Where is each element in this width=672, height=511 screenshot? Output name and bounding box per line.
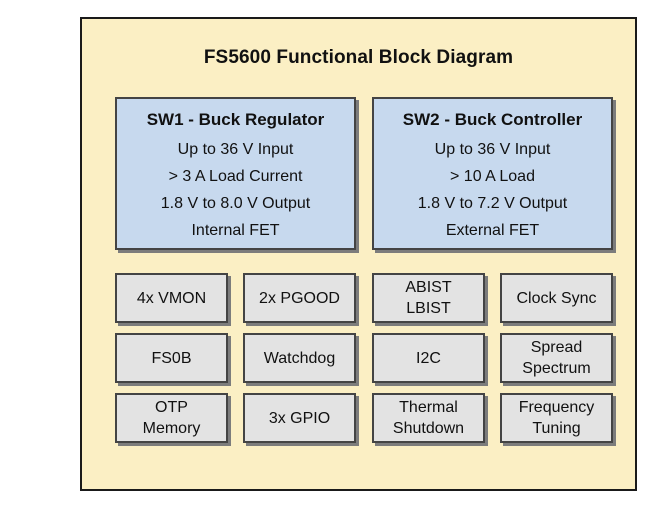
block-spread-label: Spread xyxy=(530,339,583,356)
sw2-spec-input: Up to 36 V Input xyxy=(434,141,551,158)
block-thermal-label: Thermal xyxy=(399,399,458,416)
sw1-buck-regulator-block: SW1 - Buck Regulator Up to 36 V Input > … xyxy=(115,97,356,250)
block-memory-label: Memory xyxy=(142,420,201,437)
block-fs0b: FS0B xyxy=(115,333,228,383)
block-watchdog: Watchdog xyxy=(243,333,356,383)
block-spectrum-label: Spectrum xyxy=(522,360,591,377)
block-otp-label: OTP xyxy=(155,399,188,416)
block-vmon: 4x VMON xyxy=(115,273,228,323)
sw1-heading: SW1 - Buck Regulator xyxy=(146,110,325,129)
block-gpio-label: 3x GPIO xyxy=(268,409,331,427)
block-spread-spectrum: Spread Spectrum xyxy=(500,333,613,383)
block-tuning-label: Tuning xyxy=(532,420,581,437)
sw1-spec-fet: Internal FET xyxy=(191,222,280,239)
block-pgood: 2x PGOOD xyxy=(243,273,356,323)
block-vmon-label: 4x VMON xyxy=(136,289,207,307)
block-i2c: I2C xyxy=(372,333,485,383)
sw2-spec-fet: External FET xyxy=(445,222,540,239)
block-frequency-tuning: Frequency Tuning xyxy=(500,393,613,443)
block-thermal-shutdown: Thermal Shutdown xyxy=(372,393,485,443)
sw2-heading: SW2 - Buck Controller xyxy=(402,110,583,129)
sw1-spec-load: > 3 A Load Current xyxy=(168,168,303,185)
block-watchdog-label: Watchdog xyxy=(263,349,336,367)
sw1-spec-output: 1.8 V to 8.0 V Output xyxy=(160,195,311,212)
block-lbist-label: LBIST xyxy=(406,300,451,317)
block-frequency-label: Frequency xyxy=(518,399,595,416)
sw1-spec-input: Up to 36 V Input xyxy=(177,141,294,158)
block-clock-sync-label: Clock Sync xyxy=(516,289,597,307)
block-gpio: 3x GPIO xyxy=(243,393,356,443)
block-pgood-label: 2x PGOOD xyxy=(259,289,340,307)
block-fs0b-label: FS0B xyxy=(151,349,192,367)
block-abist-label: ABIST xyxy=(405,279,452,296)
sw2-spec-output: 1.8 V to 7.2 V Output xyxy=(417,195,568,212)
block-clock-sync: Clock Sync xyxy=(500,273,613,323)
block-diagram-frame: FS5600 Functional Block Diagram SW1 - Bu… xyxy=(80,17,637,491)
sw2-spec-load: > 10 A Load xyxy=(450,168,535,185)
block-i2c-label: I2C xyxy=(416,349,441,367)
sw2-buck-controller-block: SW2 - Buck Controller Up to 36 V Input >… xyxy=(372,97,613,250)
block-shutdown-label: Shutdown xyxy=(392,420,465,437)
block-abist-lbist: ABIST LBIST xyxy=(372,273,485,323)
block-otp-memory: OTP Memory xyxy=(115,393,228,443)
diagram-title: FS5600 Functional Block Diagram xyxy=(203,47,514,68)
